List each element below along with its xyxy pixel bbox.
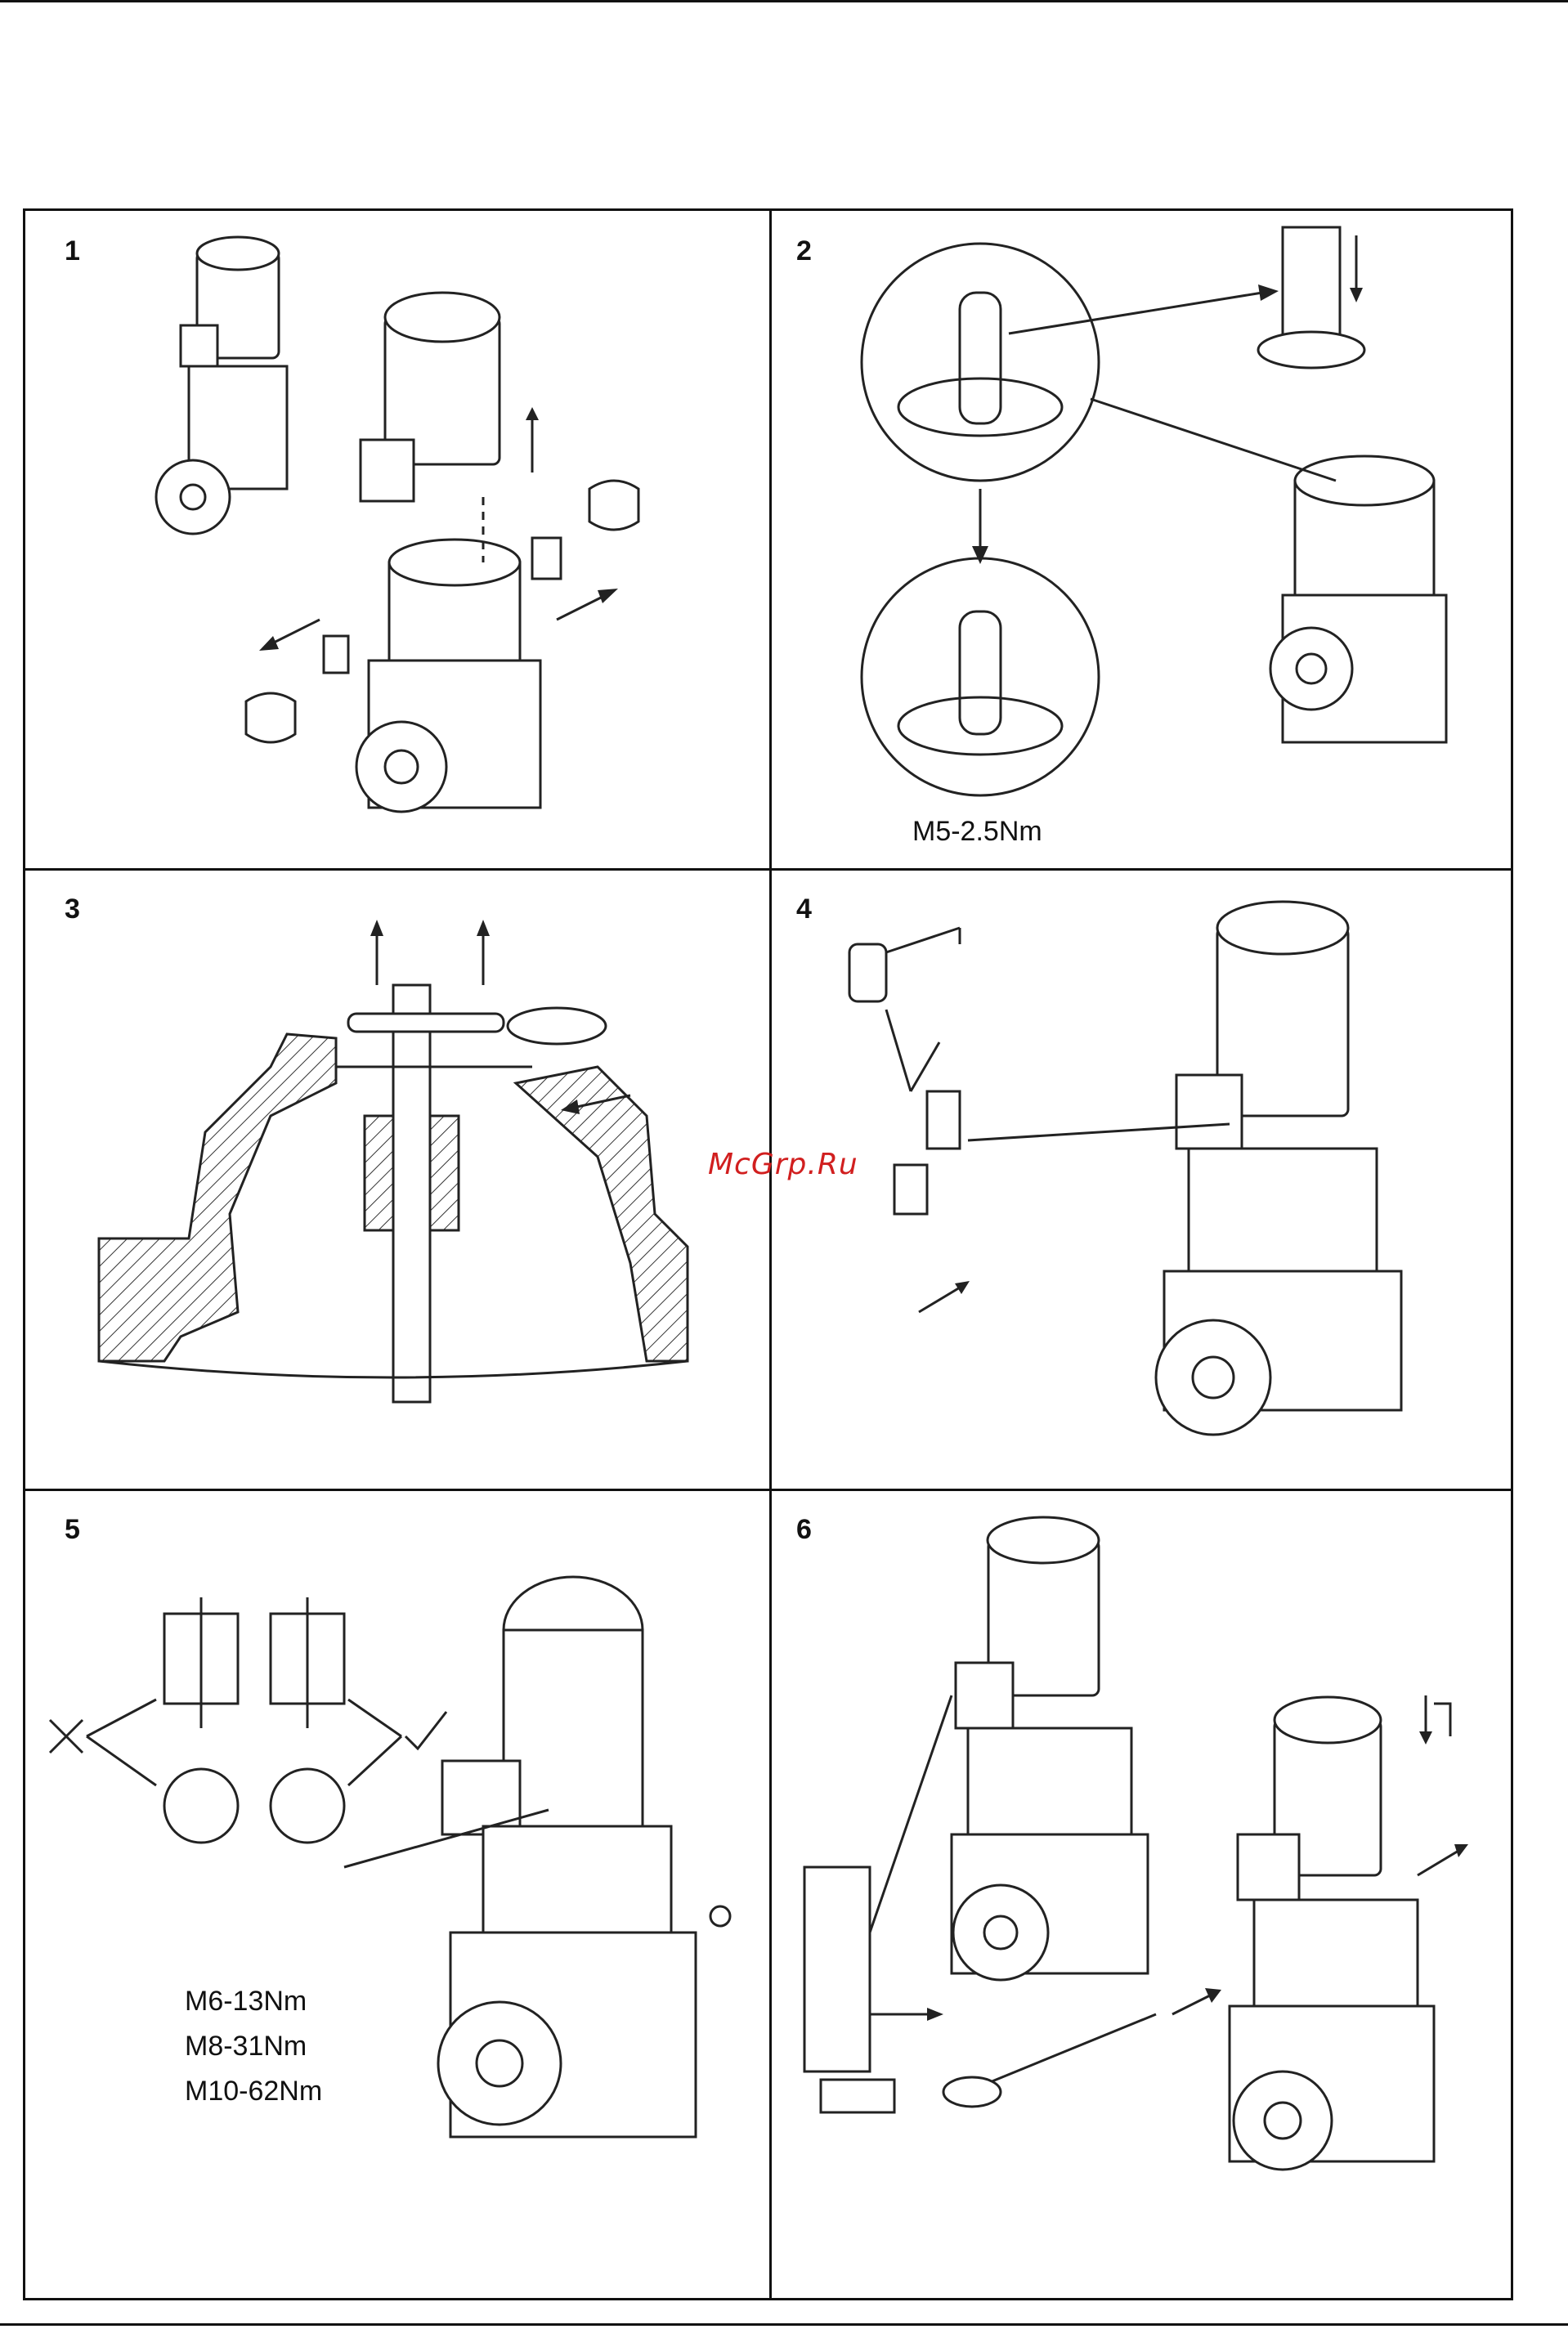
top-rule (0, 0, 1568, 2)
cross-icon (50, 1720, 83, 1753)
check-icon (405, 1712, 446, 1749)
pump-disassembly-illustration (25, 211, 769, 868)
illustration-grid: 1 (23, 208, 1513, 2300)
pump-reassembly-illustration (772, 871, 1511, 1489)
shaft-pin-illustration (772, 211, 1511, 868)
panel-4: 4 (772, 871, 1511, 1489)
seal-cross-section-illustration (25, 871, 769, 1489)
panel-2: 2 M5-2.5Nm (772, 211, 1511, 868)
torque-table: M6-13Nm M8-31Nm M10-62Nm (185, 1979, 322, 2114)
pump-final-assembly-illustration (772, 1491, 1511, 2298)
coupling-alignment-illustration (25, 1491, 769, 2298)
panel-3: 3 (25, 871, 769, 1489)
torque-line: M6-13Nm (185, 1979, 322, 2024)
panel-5: 5 (25, 1491, 769, 2298)
panel-6: 6 (772, 1491, 1511, 2298)
torque-label: M5-2.5Nm (912, 816, 1042, 848)
bottom-rule (0, 2323, 1568, 2326)
torque-line: M10-62Nm (185, 2069, 322, 2114)
torque-line: M8-31Nm (185, 2024, 322, 2069)
panel-1: 1 (25, 211, 769, 868)
watermark: McGrp.Ru (708, 1148, 858, 1181)
